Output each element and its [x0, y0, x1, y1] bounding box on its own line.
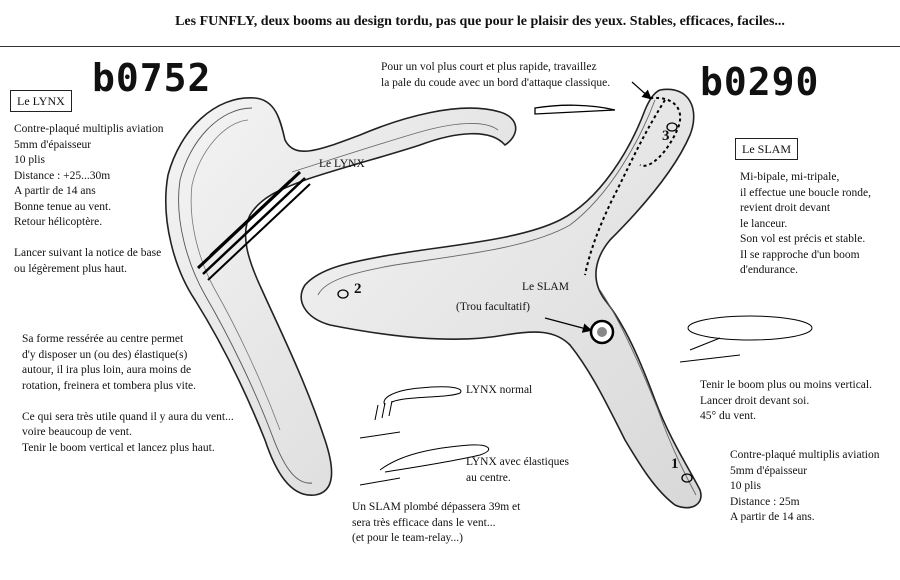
slam-throw-note: Tenir le boom plus ou moins vertical. La… — [700, 379, 872, 422]
top-note: Pour un vol plus court et plus rapide, t… — [381, 61, 611, 89]
lynx-drawing-label: Le LYNX — [319, 158, 365, 170]
flight-path-lynx-normal — [359, 386, 462, 439]
wing-number-2: 2 — [354, 281, 362, 297]
blade-profile-icon — [534, 104, 616, 115]
slam-specs: Contre-plaqué multiplis aviation 5mm d'é… — [730, 449, 880, 523]
lynx-specs: Contre-plaqué multiplis aviation 5mm d'é… — [14, 123, 164, 275]
flight-path-slam — [679, 315, 813, 363]
flight-path-lynx-elastic — [359, 444, 490, 486]
lynx-label-box: Le LYNX — [10, 90, 72, 112]
lynx-normal-label: LYNX normal — [466, 384, 533, 396]
lynx-boomerang-drawing — [165, 97, 517, 496]
slam-label-box: Le SLAM — [735, 138, 798, 160]
slam-hole-label: (Trou facultatif) — [456, 301, 530, 313]
lynx-reference-code: b0752 — [92, 56, 212, 100]
lynx-elastic-label: LYNX avec élastiques au centre. — [466, 456, 569, 484]
bottom-note: Un SLAM plombé dépassera 39m et sera trè… — [352, 501, 521, 544]
wing-number-1: 1 — [671, 456, 679, 472]
slam-reference-code: b0290 — [700, 60, 820, 104]
wing-number-3: 3 — [662, 128, 670, 144]
lynx-center-note: Sa forme ressérée au centre permet d'y d… — [22, 333, 234, 454]
page-header: Les FUNFLY, deux booms au design tordu, … — [175, 14, 785, 29]
slam-description: Mi-bipale, mi-tripale, il effectue une b… — [740, 171, 872, 276]
slam-boomerang-drawing — [300, 88, 702, 509]
header-rule — [0, 46, 900, 47]
slam-drawing-label: Le SLAM — [522, 281, 569, 293]
